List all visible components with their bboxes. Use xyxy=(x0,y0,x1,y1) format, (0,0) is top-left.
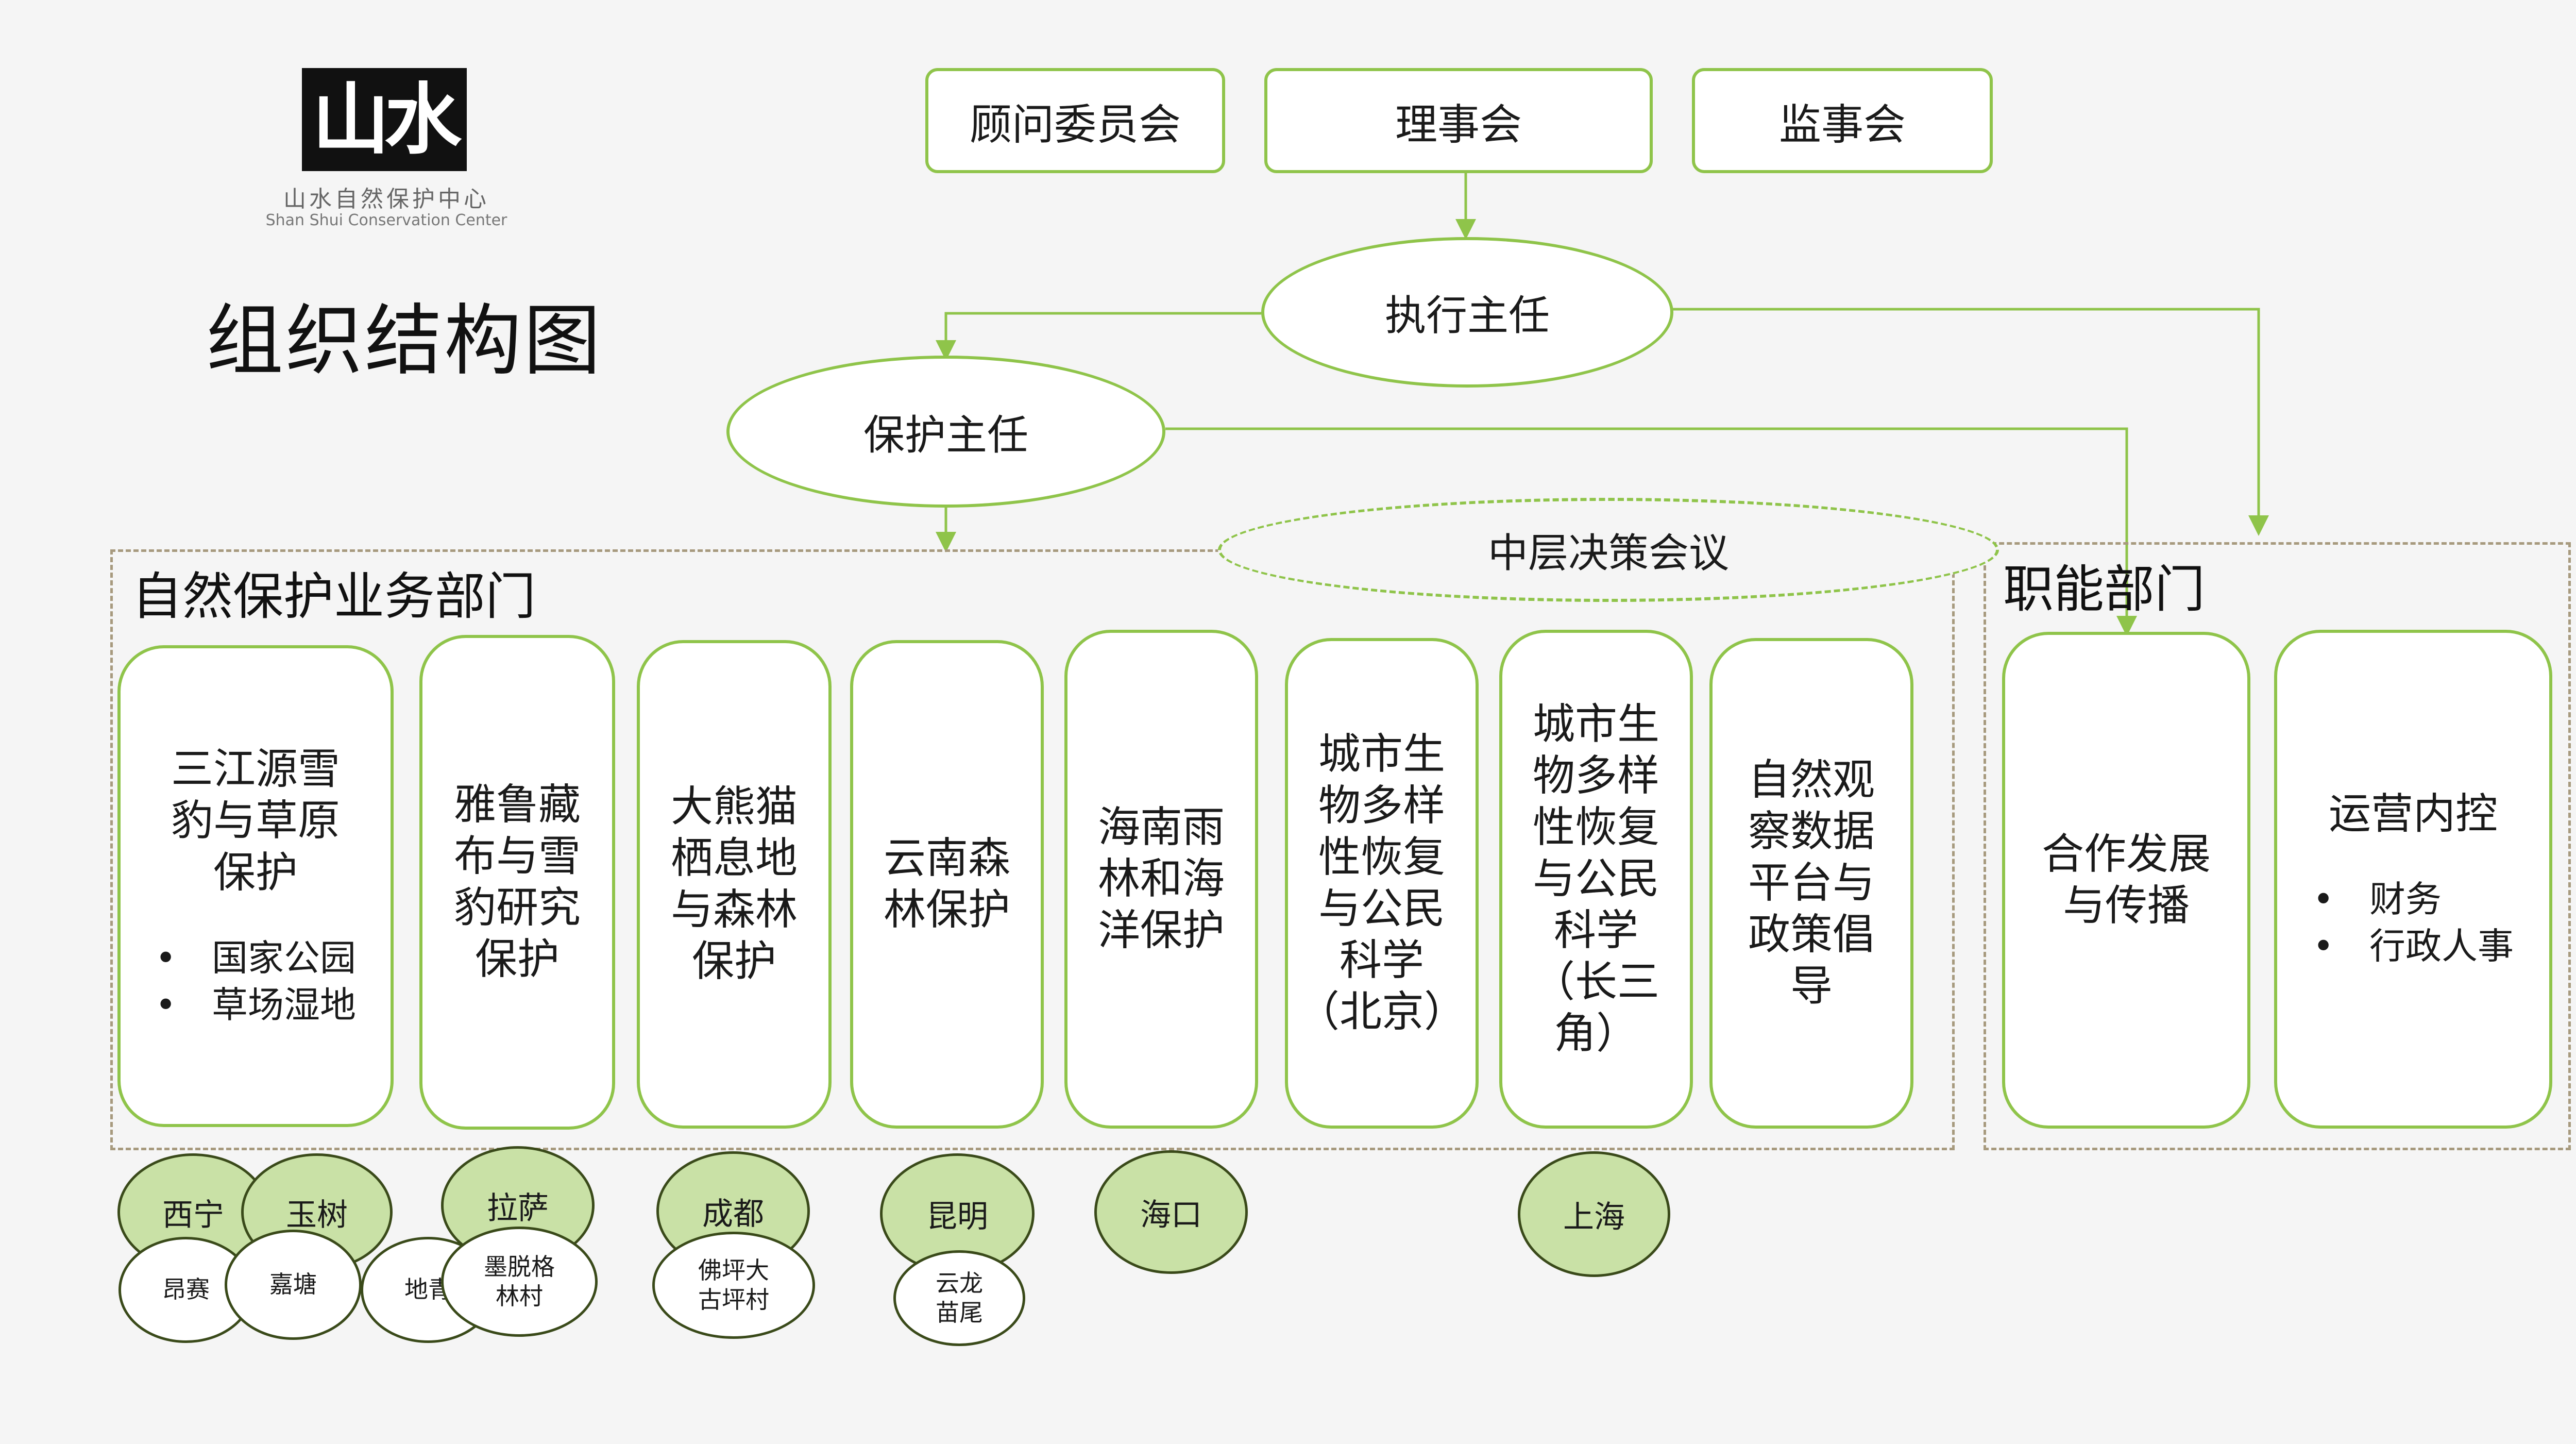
conservation-dept-frame xyxy=(110,549,1955,1150)
city-shanghai: 上海 xyxy=(1518,1151,1670,1277)
unit-title: 三江源雪 豹与草原 保护 xyxy=(171,745,340,897)
conservation-to-cooperation-line xyxy=(1165,427,2137,636)
board-box: 理事会 xyxy=(1264,68,1653,173)
executive-director-oval: 执行主任 xyxy=(1261,237,1673,388)
functional-dept-title: 职能部门 xyxy=(2003,560,2206,619)
logo-name-en: Shan Shui Conservation Center xyxy=(265,211,507,229)
unit-operations: 运营内控 财务 行政人事 xyxy=(2274,630,2552,1129)
unit-cooperation: 合作发展 与传播 xyxy=(2002,632,2250,1129)
unit-hainan: 海南雨 林和海 洋保护 xyxy=(1064,630,1258,1129)
unit-nature-data: 自然观 察数据 平台与 政策倡 导 xyxy=(1709,638,1913,1129)
town-medog: 墨脱格 林村 xyxy=(441,1227,598,1337)
town-foping: 佛坪大 古坪村 xyxy=(652,1232,815,1339)
town-jiatang: 嘉塘 xyxy=(225,1230,362,1340)
unit-yarlung: 雅鲁藏 布与雪 豹研究 保护 xyxy=(419,635,615,1130)
unit-urban-beijing: 城市生 物多样 性恢复 与公民 科学 （北京） xyxy=(1285,638,1479,1129)
director-to-functional-line xyxy=(1671,308,2269,536)
director-to-conservation-line xyxy=(936,312,1261,361)
supervisory-board-box: 监事会 xyxy=(1692,68,1993,173)
unit-yunnan-forest: 云南森 林保护 xyxy=(850,640,1044,1129)
advisory-committee-box: 顾问委员会 xyxy=(925,68,1225,173)
unit-sanjiangyuan: 三江源雪 豹与草原 保护 国家公园 草场湿地 xyxy=(117,645,394,1127)
functional-dept-frame xyxy=(1984,542,2571,1150)
unit-bullets: 国家公园 草场湿地 xyxy=(155,935,356,1029)
city-haikou: 海口 xyxy=(1094,1150,1248,1274)
town-yunlong: 云龙 苗尾 xyxy=(893,1250,1025,1346)
unit-urban-yangtze: 城市生 物多样 性恢复 与公民 科学 （长三 角） xyxy=(1499,630,1693,1129)
unit-bullets: 财务 行政人事 xyxy=(2313,876,2514,970)
unit-giant-panda: 大熊猫 栖息地 与森林 保护 xyxy=(637,640,832,1129)
logo-name-cn: 山水自然保护中心 xyxy=(283,186,489,212)
page-title: 组织结构图 xyxy=(206,296,603,386)
middle-meeting-oval: 中层决策会议 xyxy=(1218,498,1999,602)
conservation-director-oval: 保护主任 xyxy=(726,356,1165,508)
conservation-dept-title: 自然保护业务部门 xyxy=(132,567,536,626)
logo-mark: 山水 xyxy=(302,68,467,171)
